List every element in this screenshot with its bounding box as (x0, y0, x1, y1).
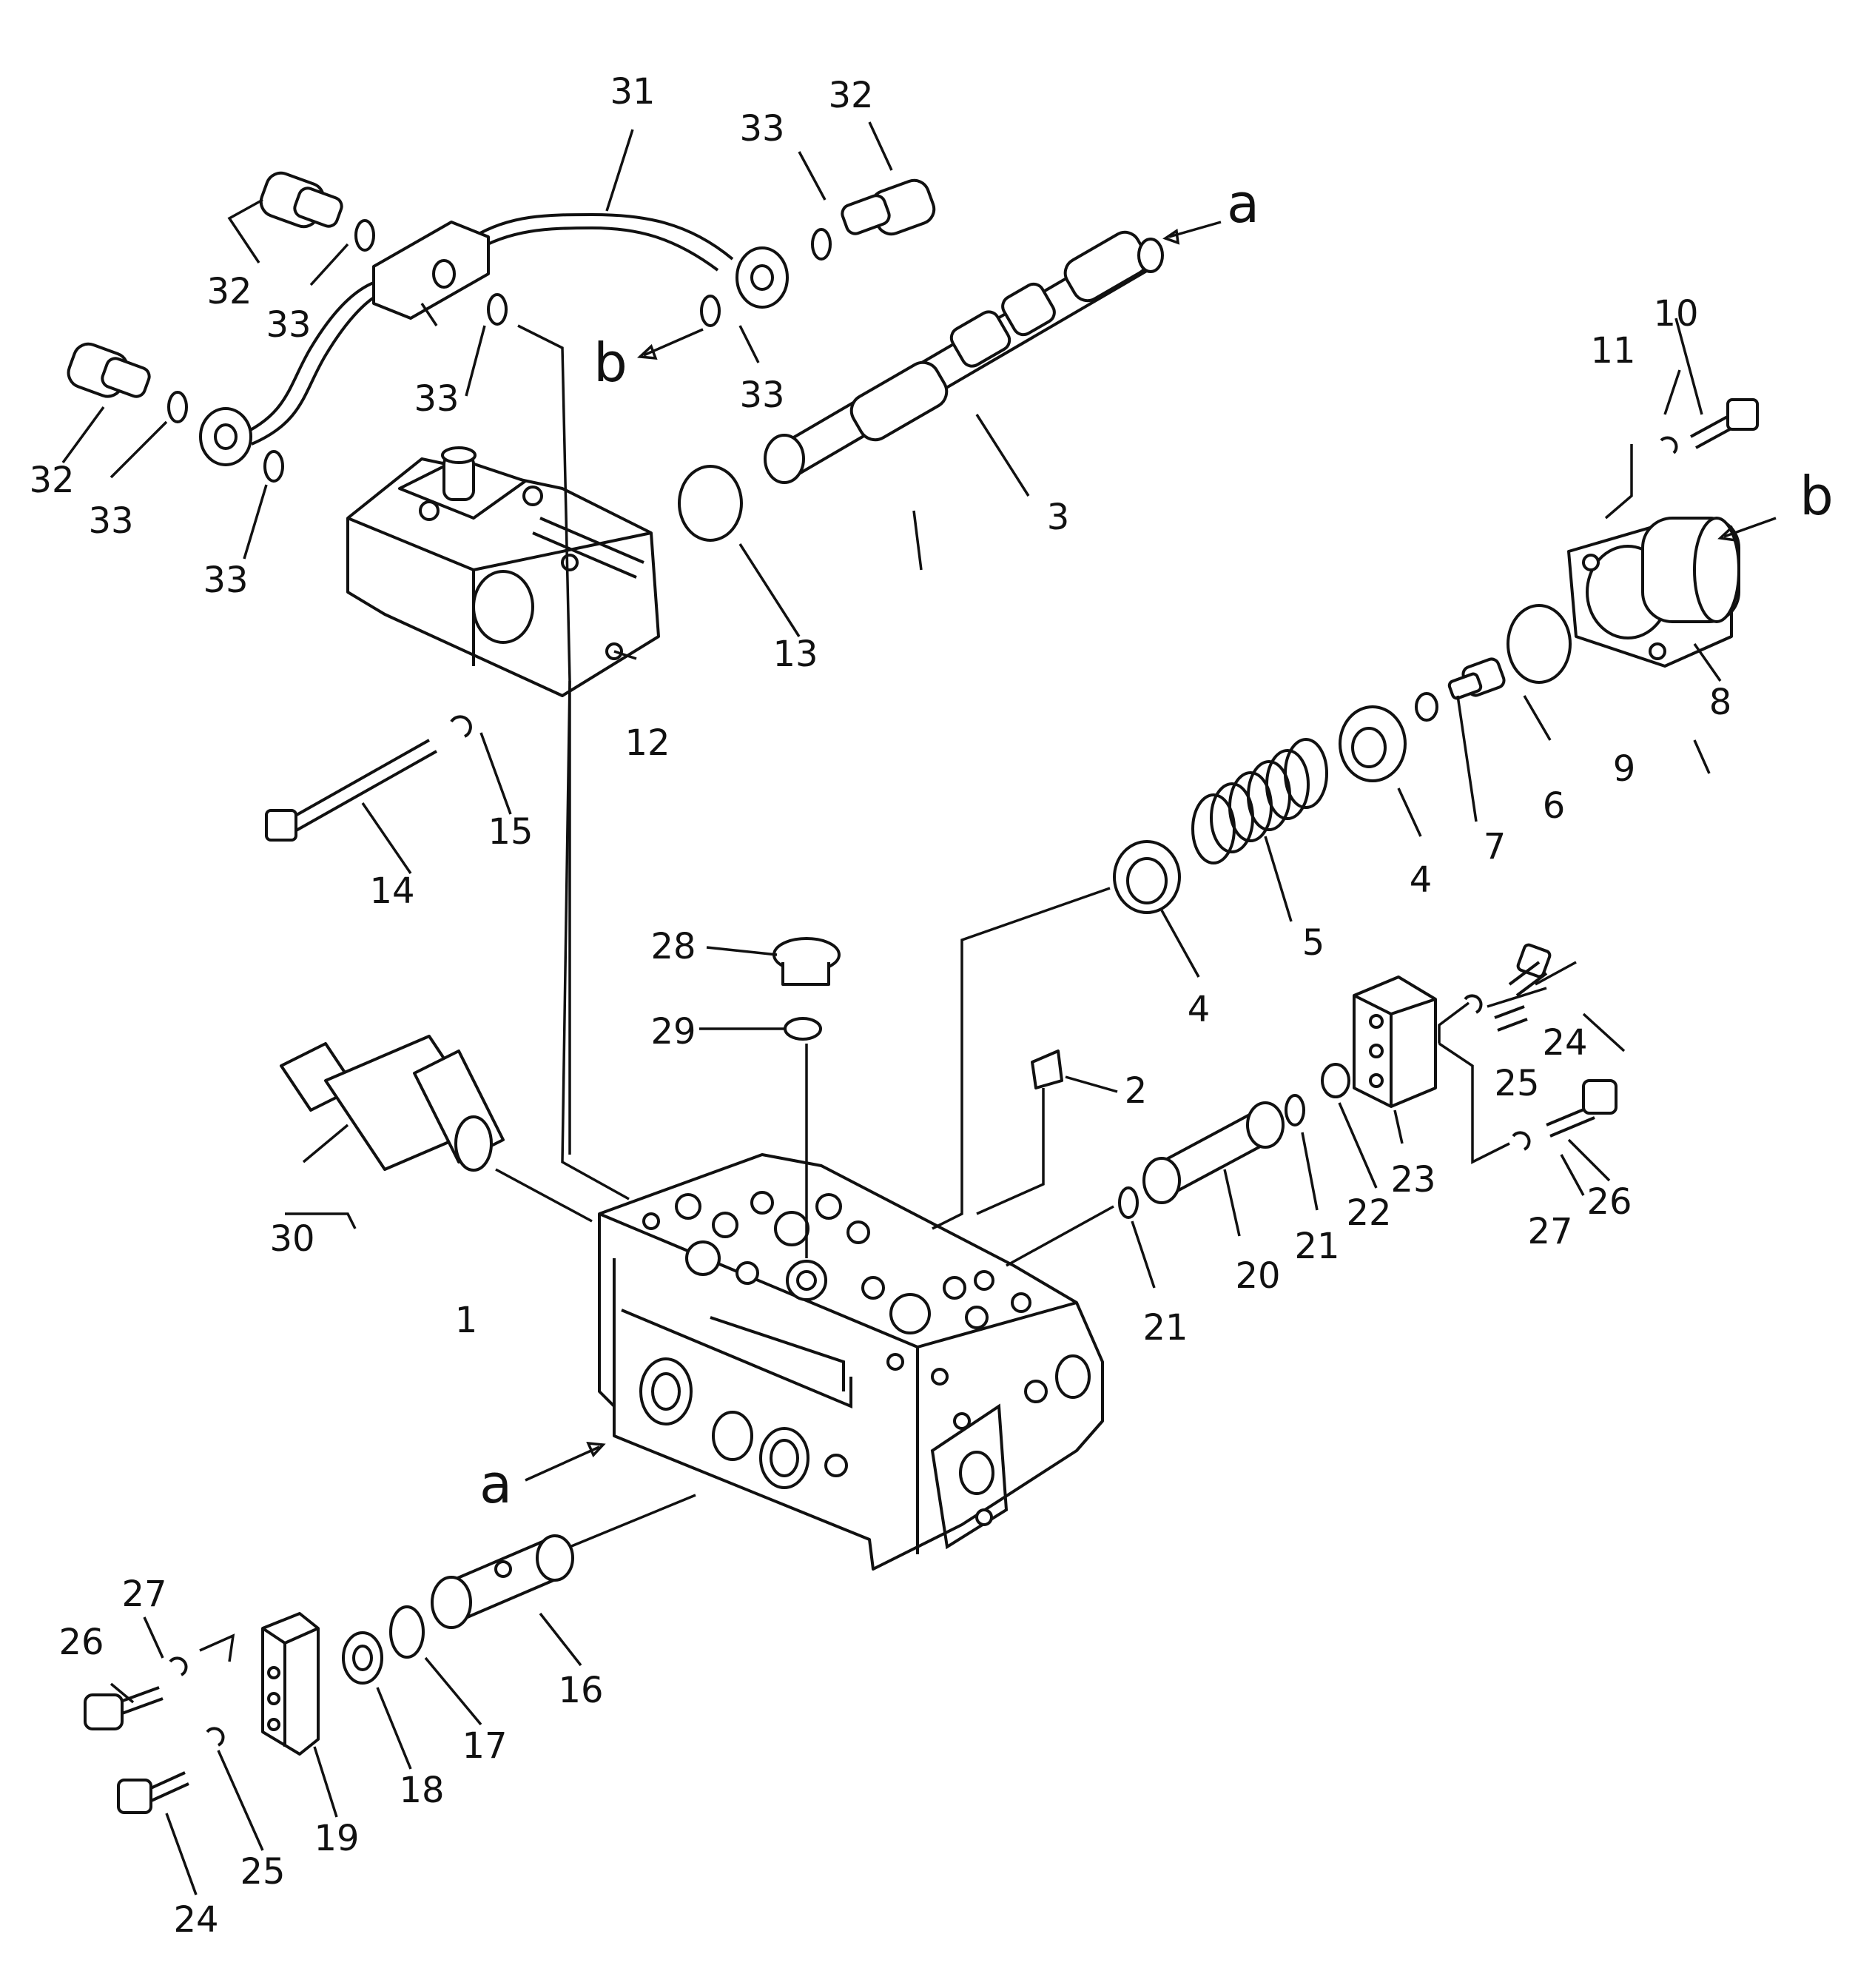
callout-24-right: 24 (1542, 1022, 1587, 1064)
spool-part-3 (764, 230, 1164, 484)
cap-part-8 (1567, 517, 1740, 668)
callout-19: 19 (314, 1818, 359, 1859)
callout-27-left: 27 (121, 1574, 166, 1615)
washer-part-7 (1415, 692, 1438, 722)
valve-body-part-1 (598, 1153, 1104, 1571)
callout-5: 5 (1302, 922, 1325, 964)
callout-32-left: 32 (29, 460, 74, 501)
callout-24-left: 24 (173, 1899, 218, 1941)
o-rings-part-33 (167, 219, 832, 483)
solenoid-valve-part-12 (346, 446, 660, 697)
callout-32-top-left: 32 (206, 271, 252, 312)
washer-part-27-a (1512, 1131, 1531, 1151)
callout-23: 23 (1390, 1159, 1435, 1200)
washer-part-22 (1321, 1063, 1350, 1098)
ref-a-bottom: a (479, 1453, 512, 1515)
callout-3: 3 (1047, 497, 1070, 538)
plug-part-2 (1031, 1050, 1063, 1089)
callout-21-upper: 21 (1294, 1226, 1339, 1267)
retainer-part-4-b (1339, 705, 1407, 782)
banjo-bolt-part-32-c (841, 178, 936, 236)
banjo-bolt-part-32-b (67, 342, 151, 398)
callout-9: 9 (1613, 748, 1636, 790)
callout-26-left: 26 (58, 1622, 104, 1663)
bolt-part-24-b (117, 1771, 189, 1814)
callout-29: 29 (650, 1011, 696, 1052)
callout-33-lower: 33 (203, 560, 248, 601)
spring-part-5 (1191, 738, 1328, 864)
plug-part-28 (772, 937, 841, 986)
block-part-23 (1353, 975, 1437, 1108)
bolt-part-10 (1690, 398, 1759, 449)
callout-18: 18 (399, 1770, 444, 1811)
callout-33-right: 33 (739, 375, 784, 416)
callout-6: 6 (1543, 785, 1566, 827)
assembly-lines (61, 121, 1777, 1895)
callout-13: 13 (772, 634, 818, 675)
callout-2: 2 (1125, 1070, 1148, 1112)
o-ring-part-21-b (1118, 1186, 1139, 1219)
callout-22: 22 (1346, 1192, 1391, 1234)
relief-valve-part-30 (280, 1035, 505, 1172)
spool-part-16 (431, 1534, 574, 1629)
spool-part-20 (1142, 1101, 1285, 1204)
ref-b-left: b (593, 332, 627, 394)
bolt-part-24-a (1494, 943, 1552, 1032)
callout-10: 10 (1653, 293, 1698, 335)
washer-part-27-b (169, 1656, 188, 1676)
o-ring-part-13 (678, 465, 743, 542)
callout-7: 7 (1484, 826, 1507, 867)
callout-11: 11 (1590, 330, 1635, 372)
callout-25-right: 25 (1494, 1063, 1539, 1104)
tube-part-31 (199, 212, 789, 466)
callout-16: 16 (558, 1670, 603, 1711)
o-ring-part-9 (1507, 604, 1572, 684)
callout-21-lower: 21 (1142, 1307, 1188, 1349)
o-ring-part-21-a (1285, 1094, 1305, 1126)
callout-15: 15 (488, 811, 533, 853)
washer-part-11 (1660, 436, 1678, 454)
block-part-19 (261, 1612, 320, 1756)
washer-part-18 (342, 1631, 383, 1685)
banjo-bolt-part-32-a (259, 171, 343, 229)
callout-33-top: 33 (739, 108, 784, 150)
bolt-part-14 (265, 739, 437, 842)
o-ring-part-17 (389, 1605, 425, 1659)
callout-4-retainer-upper: 4 (1410, 859, 1433, 901)
washer-part-25-a (1464, 994, 1483, 1014)
callout-4-retainer-lower: 4 (1188, 989, 1211, 1030)
bolt-part-26-b (84, 1686, 164, 1730)
callout-32-top-right: 32 (828, 75, 873, 116)
retainer-part-4-a (1113, 840, 1181, 914)
reference-letters: a a b b (479, 172, 1834, 1515)
callout-31: 31 (610, 71, 655, 113)
callout-25-left: 25 (240, 1851, 285, 1893)
callout-33-left: 33 (88, 500, 133, 542)
callout-26-right: 26 (1586, 1181, 1632, 1223)
callout-33-center: 33 (414, 378, 459, 420)
ref-b-right: b (1800, 465, 1834, 527)
o-ring-part-29 (784, 1017, 822, 1041)
washer-part-15 (450, 715, 472, 738)
callout-33-upper-left: 33 (266, 304, 311, 346)
screw-part-6 (1447, 657, 1506, 700)
callout-20: 20 (1235, 1255, 1280, 1297)
bolt-part-26-a (1546, 1079, 1618, 1138)
callout-12: 12 (625, 722, 670, 764)
callout-labels: 1 2 3 4 4 5 6 7 8 9 10 11 12 13 14 15 16… (29, 71, 1731, 1941)
callout-1: 1 (455, 1300, 478, 1341)
callout-17: 17 (462, 1725, 507, 1767)
callout-14: 14 (369, 870, 414, 912)
callout-30: 30 (269, 1218, 314, 1260)
callout-27-right: 27 (1527, 1211, 1572, 1252)
callout-8: 8 (1709, 682, 1732, 723)
ref-a-top: a (1227, 172, 1259, 235)
washer-part-25-b (206, 1727, 225, 1747)
callout-28: 28 (650, 926, 696, 967)
